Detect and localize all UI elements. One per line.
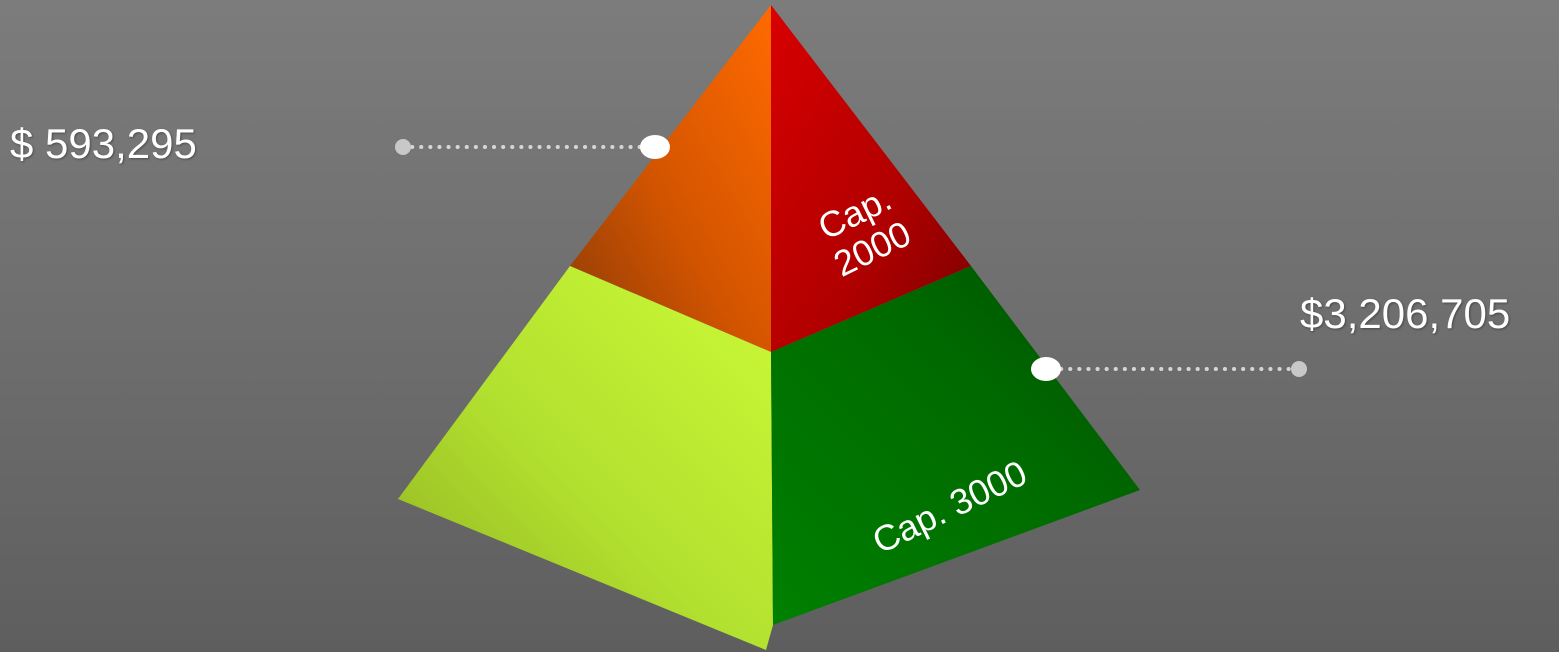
pyramid-top-left-face [570,5,771,352]
left-connector-end-dot [395,139,411,155]
pyramid-bottom-right-face [771,266,1140,625]
right-connector-end-dot [1291,361,1307,377]
left-amount-label: $ 593,295 [10,120,197,167]
pyramid-top-right-face [771,5,971,352]
right-connector-anchor-dot [1031,357,1061,381]
right-amount-label: $3,206,705 [1300,290,1511,337]
pyramid-bottom-left-face [398,266,773,650]
left-connector-anchor-dot [640,135,670,159]
